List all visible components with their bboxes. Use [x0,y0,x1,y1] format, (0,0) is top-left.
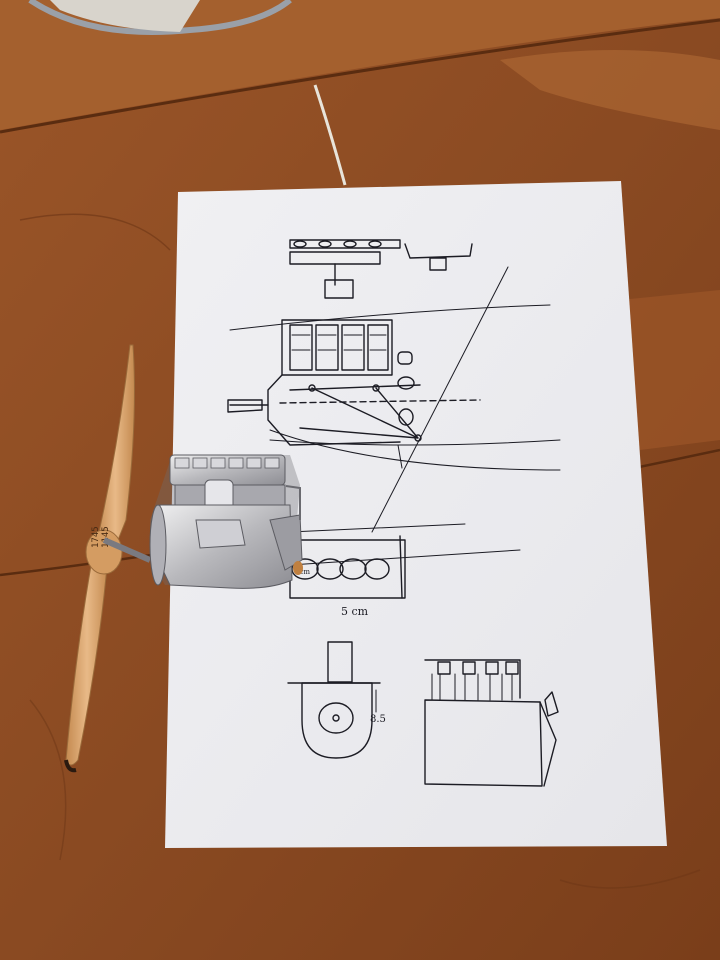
wooden-propeller: 1745 1145 [64,344,152,773]
width-label: 5 cm [341,605,369,618]
engine-sketch: 5 cm 1cm 8.5 [227,239,561,787]
small-label: 1cm [295,568,310,576]
height-label: 8.5 [370,714,386,725]
metal-engine-model [149,454,303,589]
prop-marking-1: 1745 [91,526,101,548]
cable-top [28,0,347,186]
prop-marking-2: 1145 [101,526,111,548]
